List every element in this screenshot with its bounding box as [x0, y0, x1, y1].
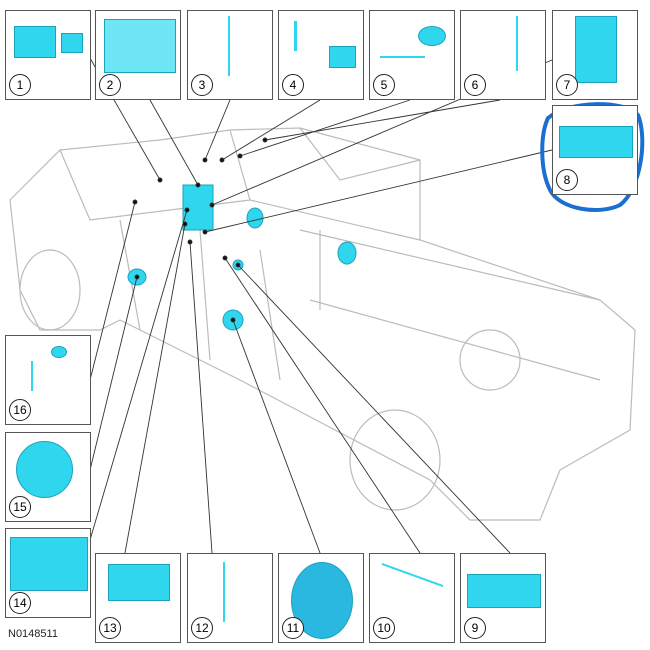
- callout-box-4: 4: [278, 10, 364, 100]
- highlight-circle: [540, 102, 645, 212]
- callout-number: 12: [191, 617, 213, 639]
- callout-box-2: 2: [95, 10, 181, 100]
- leader-lines: [89, 57, 553, 554]
- callout-number: 7: [556, 74, 578, 96]
- callout-number: 9: [464, 617, 486, 639]
- callout-number: 5: [373, 74, 395, 96]
- callout-number: 14: [9, 592, 31, 614]
- callout-box-6: 6: [460, 10, 546, 100]
- callout-box-1: 1: [5, 10, 91, 100]
- callout-number: 10: [373, 617, 395, 639]
- callout-number: 16: [9, 399, 31, 421]
- callout-box-10: 10: [369, 553, 455, 643]
- callout-number: 8: [556, 169, 578, 191]
- callout-number: 11: [282, 617, 304, 639]
- callout-box-3: 3: [187, 10, 273, 100]
- callout-box-8: 8: [552, 105, 638, 195]
- figure-code: N0148511: [8, 628, 58, 640]
- callout-number: 3: [191, 74, 213, 96]
- callout-box-16: 16: [5, 335, 91, 425]
- callout-box-14: 14: [5, 528, 91, 618]
- callout-number: 6: [464, 74, 486, 96]
- callout-box-7: 7: [552, 10, 638, 100]
- callout-number: 2: [99, 74, 121, 96]
- callout-box-5: 5: [369, 10, 455, 100]
- callout-box-9: 9: [460, 553, 546, 643]
- callout-box-12: 12: [187, 553, 273, 643]
- callout-number: 4: [282, 74, 304, 96]
- callout-box-13: 13: [95, 553, 181, 643]
- callout-number: 15: [9, 496, 31, 518]
- callout-number: 1: [9, 74, 31, 96]
- callout-number: 13: [99, 617, 121, 639]
- callout-box-11: 11: [278, 553, 364, 643]
- callout-box-15: 15: [5, 432, 91, 522]
